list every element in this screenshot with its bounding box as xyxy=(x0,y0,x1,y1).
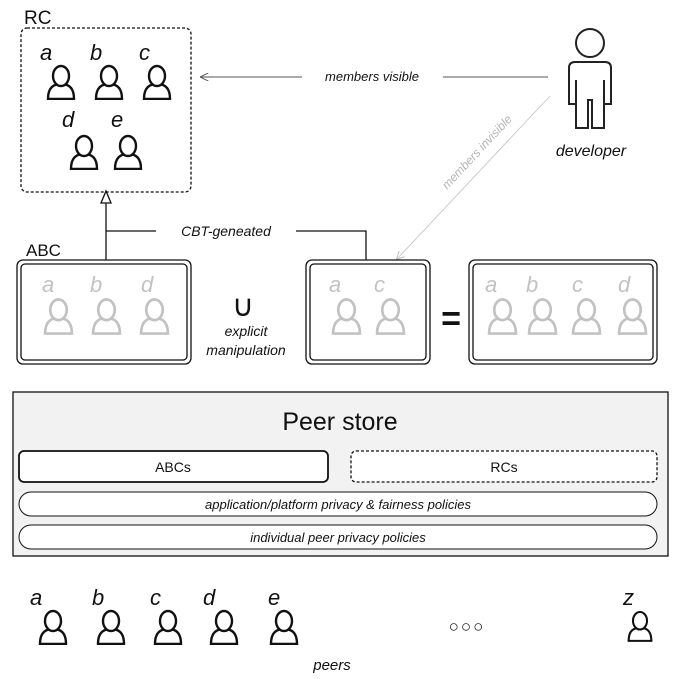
developer-icon xyxy=(568,28,612,129)
union-label-line2: manipulation xyxy=(206,342,286,358)
rcs-label: RCs xyxy=(490,459,517,475)
rc-box: RC a b c d e xyxy=(20,8,192,193)
peer-a-icon xyxy=(38,609,68,645)
peer-label: c xyxy=(150,585,161,610)
members-invisible-arrow: members invisible xyxy=(397,95,551,259)
peers-label: peers xyxy=(312,657,351,674)
peer-store-title: Peer store xyxy=(282,408,397,436)
developer-label: developer xyxy=(556,143,627,160)
peer-b-icon xyxy=(96,609,126,645)
abc-member-label: a xyxy=(42,272,54,297)
abc-member-label: d xyxy=(141,272,154,297)
abc-box: ABC a b d xyxy=(16,241,192,365)
result-member-label: b xyxy=(526,272,538,297)
manual-box: a c xyxy=(305,259,431,365)
peer-store: Peer store ABCs RCs application/platform… xyxy=(12,391,669,557)
peer-label: z xyxy=(622,585,634,610)
result-member-label: c xyxy=(572,272,583,297)
peers-ellipsis: ○○○ xyxy=(449,617,486,636)
members-visible-label: members visible xyxy=(325,69,419,84)
peer-policy-bar xyxy=(18,524,658,550)
manual-member-label: a xyxy=(329,272,341,297)
rc-member-label: a xyxy=(40,40,52,65)
result-member-label: a xyxy=(485,272,497,297)
abcs-panel xyxy=(18,450,329,483)
rcs-panel xyxy=(350,450,658,483)
rc-member-label: b xyxy=(90,40,102,65)
peer-c-icon xyxy=(153,609,183,645)
platform-policy-bar xyxy=(18,491,658,517)
peer-policy-label: individual peer privacy policies xyxy=(250,530,426,545)
manual-member-label: c xyxy=(374,272,385,297)
developer: developer xyxy=(556,28,627,160)
abc-title: ABC xyxy=(26,241,61,260)
peer-d-icon xyxy=(209,609,239,645)
abcs-label: ABCs xyxy=(155,459,191,475)
rc-member-label: d xyxy=(62,107,75,132)
rc-title: RC xyxy=(24,8,51,29)
union-operator: ∪ explicit manipulation xyxy=(206,290,286,358)
peers-row: a b c d e ○○○ z peers xyxy=(30,585,653,674)
peer-label: e xyxy=(268,585,280,610)
result-box: a b c d xyxy=(468,259,658,365)
peer-label: d xyxy=(203,585,216,610)
abc-member-label: b xyxy=(90,272,102,297)
cbt-generated-label: CBT-geneated xyxy=(181,223,272,239)
peer-e-icon xyxy=(269,609,299,645)
rc-member-label: e xyxy=(111,107,123,132)
peer-z-icon xyxy=(627,610,653,643)
result-member-label: d xyxy=(618,272,631,297)
union-label-line1: explicit xyxy=(225,323,269,339)
equals-sign: = xyxy=(441,300,461,338)
members-visible-arrow: members visible xyxy=(201,69,548,84)
peer-label: a xyxy=(30,585,42,610)
peer-label: b xyxy=(92,585,104,610)
members-invisible-label: members invisible xyxy=(439,112,515,192)
union-symbol: ∪ xyxy=(232,290,254,323)
platform-policy-label: application/platform privacy & fairness … xyxy=(205,497,471,512)
rc-member-label: c xyxy=(139,40,150,65)
cbt-generated-connector: CBT-geneated xyxy=(100,189,367,262)
